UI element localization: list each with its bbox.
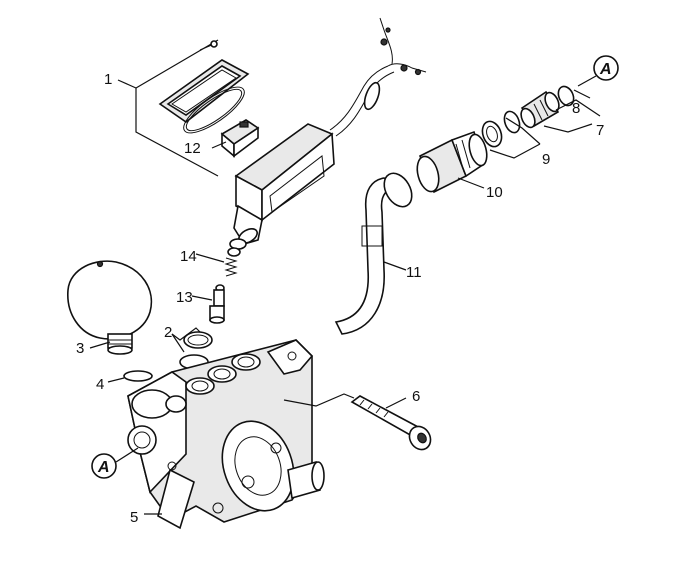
- part-12-switch: [211, 119, 260, 158]
- connector-a-left: A: [91, 447, 139, 479]
- part-8-ring-line: [573, 89, 591, 99]
- callout-14: 14: [180, 248, 197, 265]
- callout-8: 8: [572, 100, 580, 117]
- callout-9: 9: [542, 151, 550, 168]
- callout-2: 2: [164, 324, 172, 341]
- callout-5: 5: [130, 509, 138, 526]
- callout-6: 6: [412, 388, 420, 405]
- part-3-accumulator: [67, 260, 153, 355]
- part-13-valve-pin: [191, 284, 225, 324]
- part-11-hose: [334, 172, 413, 335]
- callout-13: 13: [176, 289, 193, 306]
- part-6-bolt: [283, 393, 432, 451]
- connector-a-top-right-label: A: [599, 61, 612, 78]
- connector-a-top-right: A: [577, 55, 619, 87]
- part-5-pump-head: [127, 339, 325, 530]
- callout-10: 10: [486, 184, 503, 201]
- callout-3: 3: [76, 340, 84, 357]
- part-9-seal-rings: [481, 110, 541, 159]
- part-14-spring: [195, 238, 247, 277]
- part-1-cover-assembly: [117, 39, 250, 177]
- housing-with-cable: [233, 17, 427, 245]
- callout-1: 1: [104, 71, 112, 88]
- callout-4: 4: [96, 376, 104, 393]
- callout-7: 7: [596, 122, 604, 139]
- callout-11: 11: [406, 264, 422, 281]
- part-10-fitting: [416, 130, 488, 194]
- part-4-oring: [107, 370, 153, 383]
- connector-a-left-label: A: [97, 459, 110, 476]
- callout-12: 12: [184, 140, 201, 157]
- part-7-valve-insert: [520, 85, 601, 133]
